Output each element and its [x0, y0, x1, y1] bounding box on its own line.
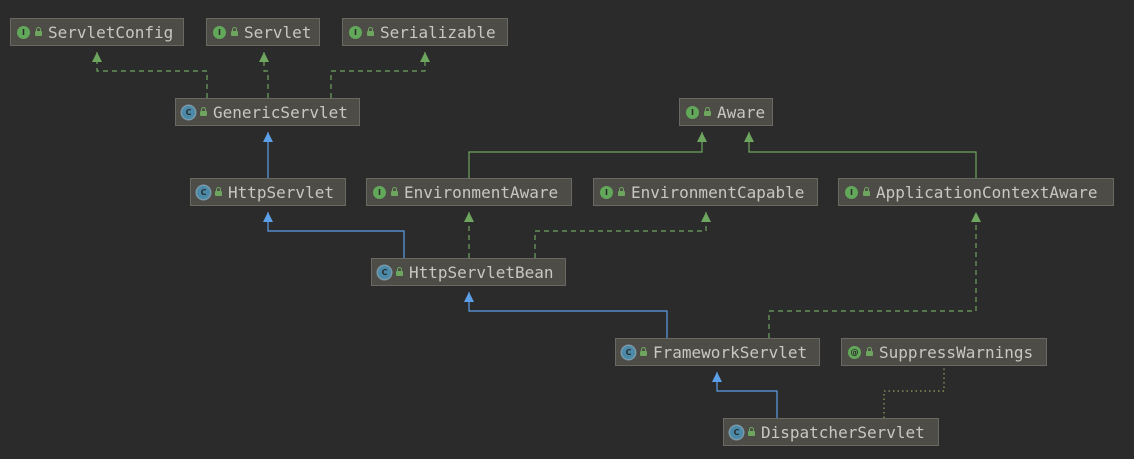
lock-icon [200, 107, 207, 116]
edge-line [716, 372, 778, 418]
node-label: ServletConfig [48, 22, 174, 42]
edge-interface-extends [744, 132, 977, 178]
lock-icon [863, 187, 870, 196]
lock-icon [35, 27, 42, 36]
interface-icon: I [686, 105, 699, 119]
node-suppress-warnings[interactable]: @ SuppressWarnings [841, 338, 1047, 366]
lock-icon [640, 347, 647, 356]
arrow-head [263, 132, 273, 142]
lock-icon [748, 427, 755, 436]
interface-icon: I [17, 25, 30, 39]
lock-icon [618, 187, 625, 196]
arrow-head [697, 132, 707, 142]
node-label: SuppressWarnings [879, 342, 1034, 362]
edge-annotated-by [883, 366, 945, 418]
interface-icon: I [373, 185, 386, 199]
node-label: EnvironmentCapable [631, 182, 805, 202]
abstract-class-icon: C [197, 185, 210, 199]
lock-icon [215, 187, 222, 196]
node-label: EnvironmentAware [404, 182, 559, 202]
node-aware[interactable]: I Aware [679, 98, 773, 126]
edge-extends [464, 292, 668, 338]
edge-line [267, 212, 405, 258]
node-label: HttpServlet [228, 182, 334, 202]
node-label: FrameworkServlet [653, 342, 808, 362]
node-label: Serializable [380, 22, 496, 42]
lock-icon [866, 347, 873, 356]
interface-icon: I [349, 25, 362, 39]
arrow-head [744, 132, 754, 142]
edge-implements [534, 212, 711, 258]
edge-line [468, 132, 703, 178]
lock-icon [367, 27, 374, 36]
edge-line [883, 366, 945, 418]
node-servlet-config[interactable]: I ServletConfig [10, 18, 184, 46]
interface-icon: I [845, 185, 858, 199]
arrow-head [712, 372, 722, 382]
edge-line [768, 212, 977, 338]
node-http-servlet-bean[interactable]: C HttpServletBean [371, 258, 566, 286]
interface-icon: I [600, 185, 613, 199]
abstract-class-icon: C [622, 345, 635, 359]
edge-extends [263, 212, 405, 258]
edge-line [534, 212, 707, 258]
node-label: Aware [717, 102, 766, 122]
arrow-head [259, 52, 269, 62]
edge-line [468, 292, 668, 338]
arrow-head [464, 292, 474, 302]
node-servlet[interactable]: I Servlet [206, 18, 320, 46]
arrow-head [263, 212, 273, 222]
lock-icon [391, 187, 398, 196]
node-label: DispatcherServlet [761, 422, 925, 442]
edge-implements [768, 212, 981, 338]
lock-icon [704, 107, 711, 116]
annotation-icon: @ [848, 345, 861, 359]
arrow-head [701, 212, 711, 222]
node-label: Servlet [244, 22, 312, 42]
node-application-context-aware[interactable]: I ApplicationContextAware [838, 178, 1114, 206]
abstract-class-icon: C [182, 105, 195, 119]
arrow-head [92, 52, 102, 62]
lock-icon [396, 267, 403, 276]
node-dispatcher-servlet[interactable]: C DispatcherServlet [723, 418, 939, 446]
node-label: GenericServlet [213, 102, 348, 122]
node-environment-capable[interactable]: I EnvironmentCapable [593, 178, 818, 206]
node-label: HttpServletBean [409, 262, 554, 282]
edge-implements [92, 52, 208, 98]
edge-implements [464, 212, 474, 258]
node-label: ApplicationContextAware [876, 182, 1098, 202]
edge-extends [263, 132, 273, 178]
edge-line [330, 52, 426, 98]
node-serializable[interactable]: I Serializable [342, 18, 508, 46]
edge-extends [712, 372, 778, 418]
lock-icon [231, 27, 238, 36]
edge-implements [330, 52, 430, 98]
edge-implements [259, 52, 269, 98]
node-http-servlet[interactable]: C HttpServlet [190, 178, 346, 206]
class-icon: C [730, 425, 743, 439]
edge-interface-extends [468, 132, 707, 178]
node-generic-servlet[interactable]: C GenericServlet [175, 98, 360, 126]
arrow-head [464, 212, 474, 222]
node-framework-servlet[interactable]: C FrameworkServlet [615, 338, 820, 366]
node-environment-aware[interactable]: I EnvironmentAware [366, 178, 572, 206]
arrow-head [420, 52, 430, 62]
arrow-head [971, 212, 981, 222]
abstract-class-icon: C [378, 265, 391, 279]
interface-icon: I [213, 25, 226, 39]
edge-line [96, 52, 208, 98]
edge-line [748, 132, 977, 178]
